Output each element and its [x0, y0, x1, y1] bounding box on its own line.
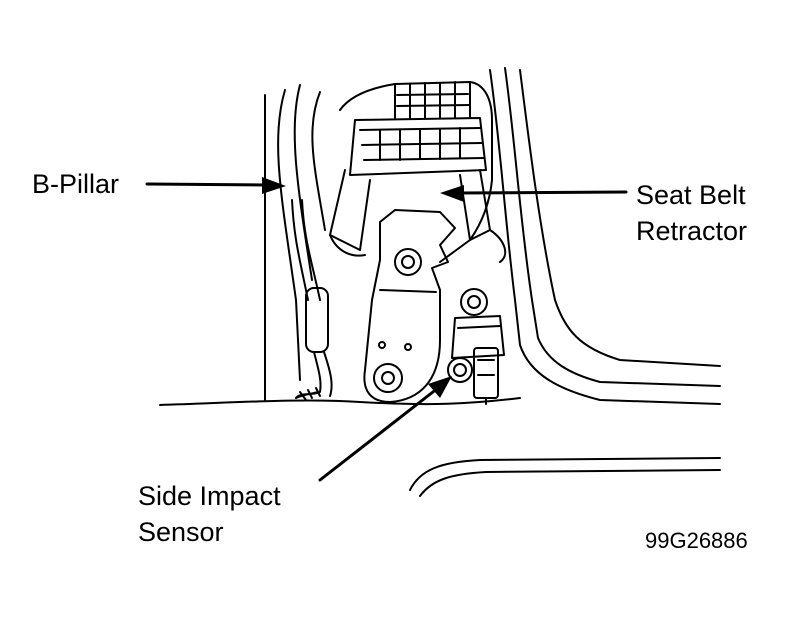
sensor-arrowhead — [428, 376, 452, 398]
pillar-trim-lines — [159, 67, 721, 497]
b-pillar-arrow — [145, 182, 268, 187]
seat-belt-label-line1: Seat Belt — [636, 180, 746, 210]
wiring-harness — [291, 199, 333, 401]
seat-belt-arrow — [456, 190, 628, 195]
b-pillar-arrowhead — [262, 177, 286, 194]
seat-belt-arrowhead — [440, 185, 464, 202]
leader-arrows — [145, 177, 628, 482]
b-pillar-label: B-Pillar — [32, 169, 120, 199]
sensor-label-line2: Sensor — [138, 517, 224, 547]
side-impact-sensor-label: Side Impact Sensor — [138, 478, 281, 550]
side-impact-sensor — [447, 288, 505, 405]
seat-belt-label-line2: Retractor — [636, 216, 748, 246]
sensor-arrow — [318, 386, 440, 482]
figure-code: 99G26886 — [645, 528, 748, 553]
seat-belt-retractor — [329, 81, 507, 403]
seat-belt-retractor-label: Seat Belt Retractor — [636, 177, 747, 249]
sensor-label-line1: Side Impact — [138, 481, 281, 511]
